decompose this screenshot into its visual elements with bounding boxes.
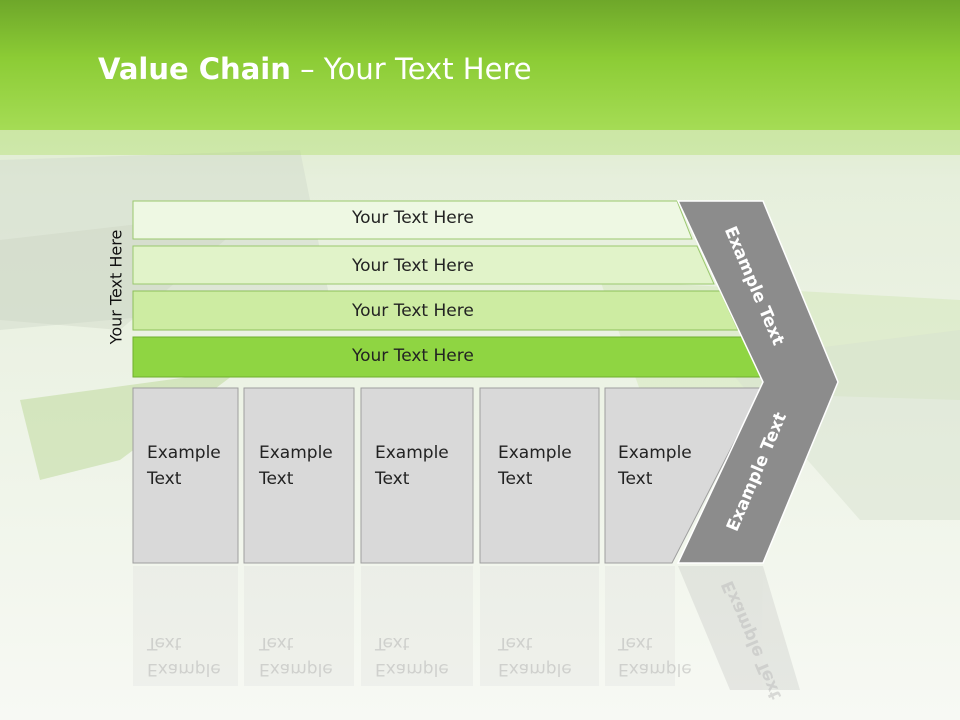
slide-title: Value Chain – Your Text Here <box>98 52 532 86</box>
margin-chevron <box>676 200 839 564</box>
title-rest: – Your Text Here <box>290 52 532 86</box>
cell-4 <box>479 387 600 564</box>
bar-3-label: Your Text Here <box>352 301 474 321</box>
bar-1-label: Your Text Here <box>352 208 474 228</box>
cell-3 <box>360 387 474 564</box>
bar-1 <box>132 200 693 240</box>
cell-5 <box>604 387 763 564</box>
bar-2 <box>132 245 715 285</box>
cell-1 <box>132 387 239 564</box>
bar-4-label: Your Text Here <box>352 346 474 366</box>
bar-2-label: Your Text Here <box>352 256 474 276</box>
title-bold: Value Chain <box>98 52 291 86</box>
cell-2 <box>243 387 355 564</box>
